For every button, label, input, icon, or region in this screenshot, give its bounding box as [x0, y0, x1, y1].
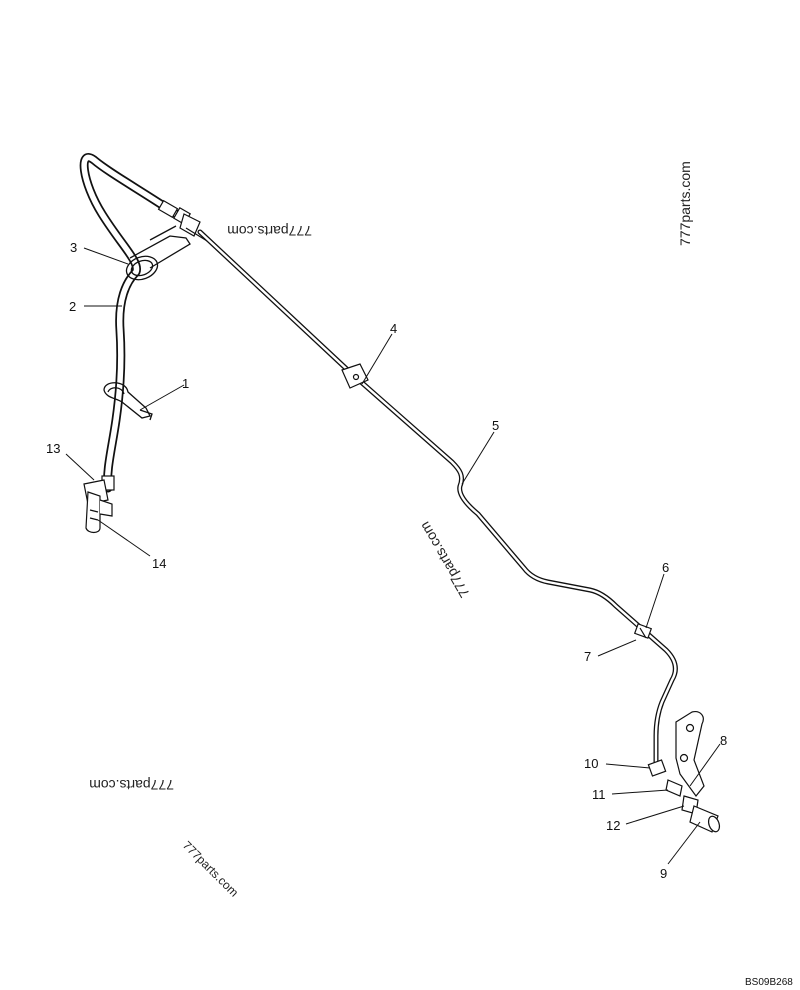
watermark-center: 777parts.com [416, 519, 472, 600]
leader-lines [65, 247, 721, 865]
upper-fitting [157, 199, 213, 245]
drawing-code: BS09B268 [745, 977, 793, 988]
tube-clamp-6-7 [633, 623, 653, 639]
bracket-8 [675, 711, 705, 797]
callout-6: 6 [662, 560, 669, 575]
callout-3: 3 [70, 240, 77, 255]
callout-8: 8 [720, 733, 727, 748]
callout-4: 4 [390, 321, 397, 336]
callout-11: 11 [592, 787, 606, 802]
clamp-upper [125, 225, 191, 281]
callout-14: 14 [152, 556, 166, 571]
watermark-bottom-left: 777parts.com [89, 777, 174, 793]
watermark-bottom-diagonal: 777parts.com [180, 838, 241, 899]
watermark-top-right: 777parts.com [677, 161, 693, 246]
callout-12: 12 [606, 818, 620, 833]
callout-2: 2 [69, 299, 76, 314]
callout-9: 9 [660, 866, 667, 881]
lower-fitting [83, 475, 115, 534]
callout-13: 13 [46, 441, 60, 456]
callout-7: 7 [584, 649, 591, 664]
clip-lower [103, 382, 153, 421]
hose [79, 153, 181, 493]
tube-clip-4 [341, 363, 369, 389]
callouts: 1 2 3 4 5 6 7 8 9 10 11 12 13 14 [46, 240, 727, 881]
callout-1: 1 [182, 376, 189, 391]
end-fittings [647, 759, 721, 833]
steel-tube [197, 229, 678, 769]
callout-10: 10 [584, 756, 598, 771]
callout-5: 5 [492, 418, 499, 433]
watermark-top-center: 777parts.com [227, 223, 312, 239]
